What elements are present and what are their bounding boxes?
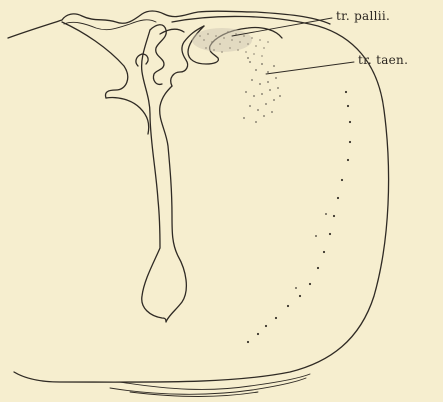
tr-pallii-leader — [232, 18, 332, 36]
tr-taen-stipple — [243, 57, 281, 123]
tr-pallii-label: tr. pallii. — [336, 9, 390, 23]
dorsal-membrane-outline — [8, 11, 330, 38]
hemisphere-outline — [14, 16, 389, 382]
tr-pallii-stipple — [192, 28, 269, 57]
dorsal-membrane-inner — [64, 20, 156, 30]
medial-wall-left — [62, 22, 128, 98]
ventricle-outline — [142, 30, 187, 322]
pallial-inner-fold — [160, 29, 184, 34]
tr-taen-leader — [266, 62, 354, 74]
choroid-fold-1 — [150, 25, 166, 85]
medial-fold — [106, 97, 149, 134]
lateral-dotted-line — [247, 91, 351, 343]
tr-taen-label: tr. taen. — [358, 53, 408, 67]
